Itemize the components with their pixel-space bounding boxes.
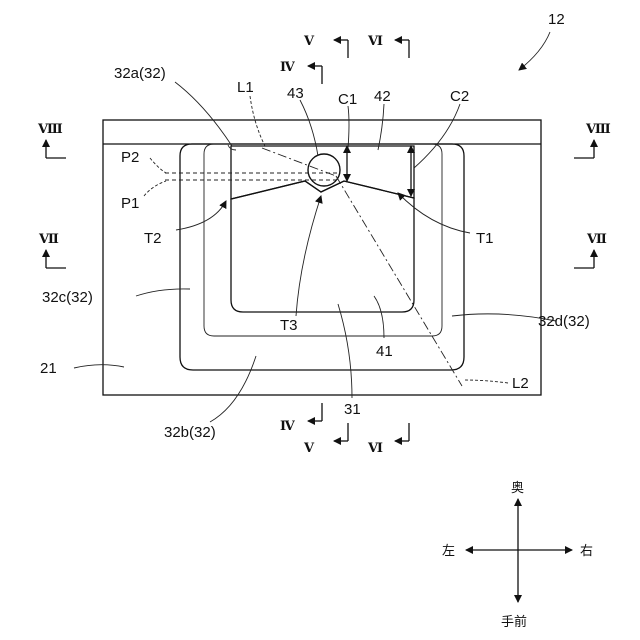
leader-42 (378, 104, 384, 150)
section-mark-iv-bottom-label: Ⅳ (280, 418, 295, 433)
section-mark-vi-bottom-label: Ⅵ (367, 440, 383, 455)
label-t1: T1 (476, 230, 494, 247)
label-32b: 32b(32) (164, 424, 216, 441)
section-mark-viii-right: Ⅷ (574, 121, 611, 158)
section-mark-vi-label: Ⅵ (367, 33, 383, 48)
section-mark-vii-right-label: Ⅶ (586, 231, 607, 246)
leader-l2 (464, 380, 508, 383)
leader-t3 (296, 196, 321, 316)
section-mark-v-bottom-label: Ⅴ (303, 440, 315, 455)
direction-compass: 奥 手前 左 右 (442, 481, 593, 630)
section-mark-vii-left-label: Ⅶ (38, 231, 59, 246)
direction-left-label: 左 (442, 544, 455, 559)
label-l2: L2 (512, 375, 529, 392)
section-mark-vi-top: Ⅵ (367, 33, 409, 58)
section-mark-v-top: Ⅴ (303, 33, 348, 58)
leader-c1 (348, 106, 349, 148)
leader-32b (210, 356, 256, 422)
line-l2 (336, 176, 462, 386)
label-42: 42 (374, 88, 391, 105)
figure-number-label: 12 (548, 11, 565, 28)
leader-c2 (414, 104, 460, 168)
section-mark-v-label: Ⅴ (303, 33, 315, 48)
leader-t2 (176, 201, 226, 230)
section-mark-vi-bottom: Ⅵ (367, 423, 409, 455)
label-43: 43 (287, 85, 304, 102)
label-21: 21 (40, 360, 57, 377)
direction-right-label: 右 (580, 544, 593, 559)
direction-front-label: 手前 (501, 614, 527, 630)
section-mark-iv-label: Ⅳ (280, 59, 295, 74)
section-mark-vii-left: Ⅶ (38, 231, 66, 268)
section-mark-v-bottom: Ⅴ (303, 423, 348, 455)
leader-31 (338, 304, 352, 398)
label-32d: 32d(32) (538, 313, 590, 330)
label-p2: P2 (121, 149, 139, 166)
label-41: 41 (376, 343, 393, 360)
section-mark-viii-left: Ⅷ (37, 121, 66, 158)
direction-back-label: 奥 (511, 481, 524, 496)
section-mark-viii-left-label: Ⅷ (37, 121, 63, 136)
label-32a: 32a(32) (114, 65, 166, 82)
section-mark-viii-right-label: Ⅷ (585, 121, 611, 136)
label-31: 31 (344, 401, 361, 418)
leader-p2 (150, 158, 166, 173)
label-t3: T3 (280, 317, 298, 334)
label-p1: P1 (121, 195, 139, 212)
leader-41 (374, 296, 384, 338)
label-c2: C2 (450, 88, 469, 105)
section-mark-vii-right: Ⅶ (574, 231, 607, 268)
leader-p1 (144, 181, 166, 196)
leader-32a (175, 82, 232, 146)
leader-t1 (398, 193, 470, 233)
label-c1: C1 (338, 91, 357, 108)
member-41 (231, 181, 414, 312)
leader-21 (74, 365, 124, 368)
label-32c: 32c(32) (42, 289, 93, 306)
label-l1: L1 (237, 79, 254, 96)
leader-32c (136, 289, 190, 296)
leader-l1 (250, 96, 266, 148)
label-t2: T2 (144, 230, 162, 247)
section-mark-iv-bottom: Ⅳ (280, 403, 322, 433)
leader-12 (519, 32, 550, 70)
section-mark-iv-top: Ⅳ (280, 59, 322, 84)
member-43-circle (308, 154, 340, 186)
leader-43 (300, 100, 318, 156)
